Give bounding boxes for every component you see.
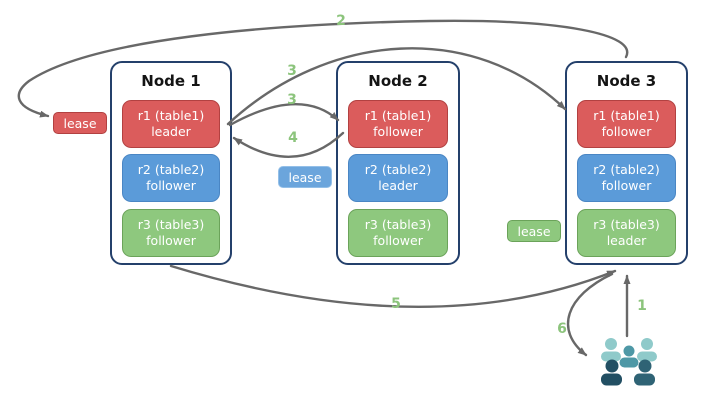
replica-name: r2 (table2) (364, 161, 432, 177)
replica-role: follower (601, 178, 652, 193)
node2-replica-r2: r2 (table2) leader (348, 154, 448, 202)
step-label-3b: 3 (287, 92, 297, 108)
step-label-3a: 3 (287, 63, 297, 79)
replica-role: follower (146, 178, 196, 193)
node3-replica-r1: r1 (table1) follower (577, 100, 676, 148)
replica-role: follower (146, 233, 196, 248)
replica-name: r1 (table1) (137, 107, 205, 123)
replica-name: r2 (table2) (593, 161, 660, 177)
node1-replica-r1: r1 (table1) leader (122, 100, 220, 148)
arrow-step6-node3-to-users (566, 272, 614, 357)
replica-name: r3 (table3) (364, 216, 432, 232)
arrow-step3-node1-to-node2 (228, 103, 340, 127)
step-label-2: 2 (336, 13, 346, 29)
node-2-title: Node 2 (368, 72, 428, 90)
replica-role: follower (601, 124, 652, 139)
replica-role: follower (373, 233, 423, 248)
replica-role: leader (378, 178, 418, 193)
replica-name: r3 (table3) (593, 216, 660, 232)
step-label-6: 6 (557, 321, 567, 337)
node-3-box: Node 3 r1 (table1) follower r2 (table2) … (565, 61, 688, 265)
node1-replica-r2: r2 (table2) follower (122, 154, 220, 202)
users-group-icon (601, 338, 657, 386)
lease-badge-green: lease (507, 220, 561, 242)
node1-replica-r3: r3 (table3) follower (122, 209, 220, 257)
node2-replica-r3: r3 (table3) follower (348, 209, 448, 257)
step-label-5: 5 (391, 296, 401, 312)
replica-role: follower (373, 124, 423, 139)
lease-badge-red: lease (53, 112, 107, 134)
replica-role: leader (151, 124, 191, 139)
replica-name: r2 (table2) (137, 161, 205, 177)
node2-replica-r1: r1 (table1) follower (348, 100, 448, 148)
node-1-title: Node 1 (141, 72, 201, 90)
node-1-box: Node 1 r1 (table1) leader r2 (table2) fo… (110, 61, 232, 265)
node3-replica-r2: r2 (table2) follower (577, 154, 676, 202)
step-label-1: 1 (637, 298, 647, 314)
replica-name: r1 (table1) (364, 107, 432, 123)
node-3-title: Node 3 (596, 72, 657, 90)
replica-name: r3 (table3) (137, 216, 205, 232)
replica-name: r1 (table1) (593, 107, 660, 123)
step-label-4: 4 (288, 130, 298, 146)
replica-role: leader (606, 233, 647, 248)
lease-badge-blue: lease (278, 166, 332, 188)
node3-replica-r3: r3 (table3) leader (577, 209, 676, 257)
node-2-box: Node 2 r1 (table1) follower r2 (table2) … (336, 61, 460, 265)
